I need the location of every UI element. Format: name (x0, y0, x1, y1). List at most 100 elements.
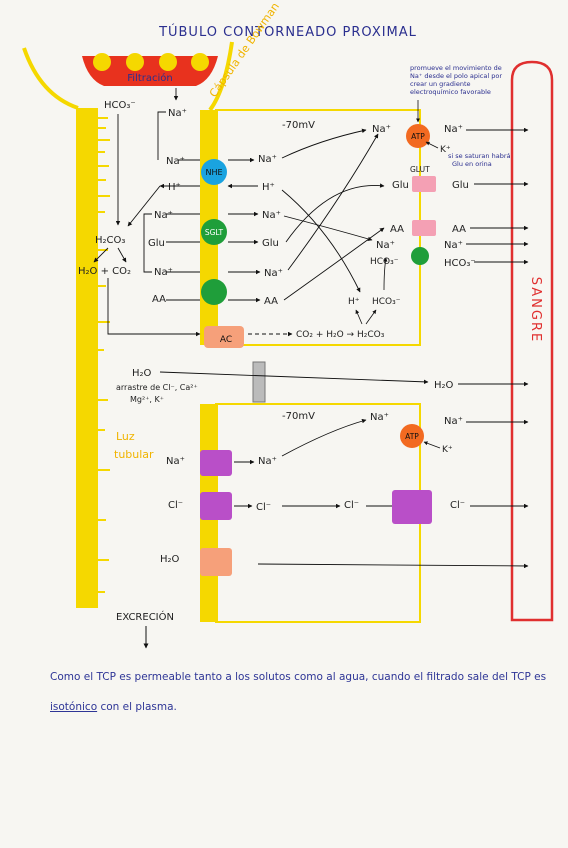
cell-na-3: Na⁺ (264, 268, 283, 279)
lower-cell-cl-2: Cl⁻ (344, 500, 359, 511)
arrow-na2-to-baso (283, 215, 373, 242)
glut-note-1: si se saturan habrá (448, 152, 510, 160)
baso-glu-out: Glu (452, 180, 469, 191)
baso-na-out-2: Na⁺ (444, 240, 463, 251)
sglt-transporter (201, 219, 227, 245)
cell-h-2: H⁺ (348, 297, 360, 307)
lumen-h2co3: H₂CO₃ (95, 235, 125, 246)
filtracion-label: Filtración (127, 72, 172, 84)
blood-vessel (510, 60, 554, 622)
arrow-k-in-upper (425, 141, 439, 149)
atp-label-upper: ATP (411, 132, 425, 141)
arrow-hco3-to-baso (383, 257, 388, 291)
arrow-h2o-lower-blood (257, 563, 529, 569)
lumen-hco3: HCO₃⁻ (104, 100, 136, 111)
cell-h: H⁺ (262, 182, 275, 193)
arrow-na1-to-atp (281, 128, 367, 159)
sangre-label: SANGRE (528, 277, 543, 343)
arrow-co2-to-ac (107, 278, 201, 337)
lumen-na-top: Na⁺ (168, 108, 187, 119)
arrow-h2co3-left (93, 247, 109, 263)
excrecion-label: EXCRECIÓN (116, 610, 174, 623)
aa-baso-transporter (412, 220, 436, 236)
membrane-potential-top: -70mV (282, 120, 315, 131)
bracket-na-top (157, 111, 166, 160)
capsule-bulb (159, 53, 177, 71)
capsule-bulb (191, 53, 209, 71)
ac-enzyme (204, 326, 244, 348)
aa-transporter (201, 279, 227, 305)
lower-cell-na: Na⁺ (258, 456, 277, 467)
page-title: TÚBULO CONTORNEADO PROXIMAL (158, 24, 417, 40)
arrow-h2co3-up-hco3 (365, 309, 377, 325)
promueve-note-1: promueve el movimiento de (410, 64, 502, 72)
baso-na-atp-in: Na⁺ (372, 124, 391, 135)
lumen-wall-fringe (98, 117, 110, 593)
lower-lumen-h2o: H₂O (160, 554, 180, 565)
lumen-h2o-co2: H₂O + CO₂ (78, 266, 131, 277)
lumen-na-sglt: Na⁺ (154, 210, 173, 221)
capsule-arm-left (22, 47, 79, 110)
hco3-cotransporter (411, 247, 429, 265)
para-h2o: H₂O (132, 368, 152, 379)
lower-baso-k: K⁺ (442, 445, 453, 455)
arrow-h2o-paracellular (159, 371, 429, 385)
baso-k-upper: K⁺ (440, 145, 451, 155)
lumen-glu: Glu (148, 238, 165, 249)
cl-channel-baso (392, 490, 432, 524)
cell-glu: Glu (262, 238, 279, 249)
baso-hco3-out: HCO₃⁻ (444, 258, 476, 269)
promueve-note-3: crear un gradiente (410, 80, 471, 88)
co2-reaction: CO₂ + H₂O → H₂CO₃ (296, 330, 385, 340)
sglt-label: SGLT (205, 228, 224, 237)
arrastre-1: arrastre de Cl⁻, Ca²⁺ (116, 383, 198, 392)
blood-h2o: H₂O (434, 380, 454, 391)
arrow-h-to-hco3 (281, 189, 361, 293)
baso-hco3-in: HCO₃⁻ (370, 257, 399, 267)
glut-note-2: Glu en orina (452, 160, 492, 168)
cl-channel-apical (200, 492, 232, 520)
nhe-label: NHE (205, 168, 222, 177)
lower-baso-na-in: Na⁺ (370, 412, 389, 423)
arrastre-2: Mg²⁺, K⁺ (130, 395, 164, 404)
promueve-note-2: Na⁺ desde el polo apical por (410, 72, 502, 80)
lumen-na-nhe: Na⁺ (166, 156, 185, 167)
cell-na-1: Na⁺ (258, 154, 277, 165)
baso-na-cotransport: Na⁺ (376, 240, 395, 251)
capsula-label: Cápsula de Bowman (207, 0, 282, 100)
na-channel-lower (200, 450, 232, 476)
atp-label-lower: ATP (405, 432, 419, 441)
arrow-aa-to-baso (283, 227, 385, 301)
atp-pump-lower (400, 424, 424, 448)
cell-aa: AA (264, 296, 278, 307)
arrow-glu-to-baso (285, 183, 385, 243)
lumen-wall (76, 108, 98, 608)
lower-lumen-cl: Cl⁻ (168, 500, 183, 511)
bowman-capsule (82, 56, 218, 86)
caption: Como el TCP es permeable tanto a los sol… (50, 662, 550, 722)
lower-lumen-na: Na⁺ (166, 456, 185, 467)
caption-part2: con el plasma. (97, 701, 177, 713)
glut-transporter (412, 176, 436, 192)
capsule-bulb (126, 53, 144, 71)
lumen-h: H⁺ (168, 182, 181, 193)
arrow-h-to-h2co3 (127, 185, 161, 227)
lower-cell-cl-1: Cl⁻ (256, 502, 271, 513)
cell-hco3-2: HCO₃⁻ (372, 297, 401, 307)
luz-tubular-label-1: Luz (116, 430, 135, 443)
baso-na-out-1: Na⁺ (444, 124, 463, 135)
membrane-potential-bottom: -70mV (282, 411, 315, 422)
promueve-note-4: electroquímico favorable (410, 88, 491, 96)
nhe-transporter (201, 159, 227, 185)
luz-tubular-label-2: tubular (114, 448, 154, 461)
baso-aa-out: AA (452, 224, 466, 235)
lower-cell (215, 403, 421, 623)
arrow-na3-to-atp (287, 133, 379, 271)
glut-label: GLUT (410, 165, 430, 174)
lumen-na-aa: Na⁺ (154, 267, 173, 278)
arrow-h2co3-right (117, 247, 127, 263)
caption-isotonico: isotónico (50, 701, 98, 713)
atp-pump-upper (406, 124, 430, 148)
aquaporin (200, 548, 232, 576)
